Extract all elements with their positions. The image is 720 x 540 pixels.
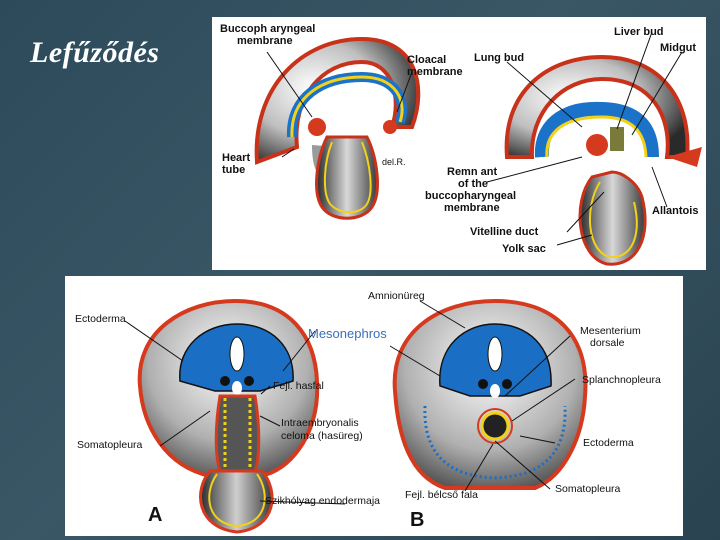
label-remnant: Remn ant [447, 166, 497, 178]
label-midgut: Midgut [660, 42, 696, 54]
label-dorsale: dorsale [590, 337, 625, 349]
label-ectoderma-b: Ectoderma [583, 437, 634, 449]
left-embryo: del.R. [257, 39, 419, 218]
slide-title: Lefűződés [30, 36, 159, 70]
label-mesonephros: Mesonephros [308, 326, 387, 341]
label-heart-tube: Heart [222, 152, 250, 164]
label-somatopleura-a: Somatopleura [77, 439, 143, 451]
label-yolk-sac: Yolk sac [502, 243, 546, 255]
label-buccopharyngeal-membrane-2: membrane [237, 35, 293, 47]
section-b [395, 301, 586, 488]
label-fejl-belcso: Fejl. bélcső fala [405, 489, 478, 501]
label-remnant-3: buccopharyngeal [425, 190, 516, 202]
label-remnant-4: membrane [444, 202, 500, 214]
label-buccopharyngeal-membrane: Buccoph aryngeal [220, 23, 315, 35]
label-cloacal-membrane-2: membrane [407, 66, 463, 78]
signature: del.R. [382, 157, 406, 167]
label-panel-b: B [410, 509, 424, 531]
cross-section-figure: Ectoderma Mesonephros Fejl. hasfal Somat… [65, 276, 683, 536]
label-celoma: celoma (hasüreg) [281, 430, 363, 442]
label-splanchnopleura: Splanchnopleura [582, 374, 661, 386]
label-szikholyag: Szikhólyag endodermaja [265, 495, 380, 507]
label-vitelline-duct: Vitelline duct [470, 226, 539, 238]
label-cloacal-membrane: Cloacal [407, 54, 446, 66]
embryo-folding-diagram: del.R. Buccoph aryngeal [212, 17, 706, 270]
label-heart-tube-2: tube [222, 164, 245, 176]
label-remnant-2: of the [458, 178, 488, 190]
label-mesenterium: Mesenterium [580, 325, 641, 337]
label-ectoderma-a: Ectoderma [75, 313, 126, 325]
label-allantois: Allantois [652, 205, 698, 217]
embryo-folding-figure: del.R. Buccoph aryngeal [212, 17, 706, 270]
label-liver-bud: Liver bud [614, 26, 664, 38]
label-amnionureg: Amnionüreg [368, 290, 425, 302]
label-lung-bud: Lung bud [474, 52, 524, 64]
label-somatopleura-b: Somatopleura [555, 483, 621, 495]
label-panel-a: A [148, 504, 162, 526]
label-intraembryonalis: Intraembryonalis [281, 417, 359, 429]
cross-section-diagram: Ectoderma Mesonephros Fejl. hasfal Somat… [65, 276, 683, 536]
label-fejl-hasfal: Fejl. hasfal [273, 380, 324, 392]
